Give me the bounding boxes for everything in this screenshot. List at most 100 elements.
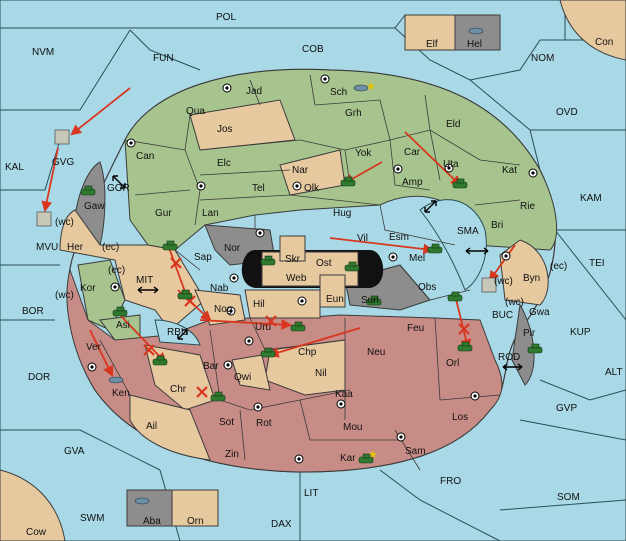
army-unit [260, 347, 276, 358]
label-amp: Amp [402, 177, 423, 188]
supply-center [388, 252, 398, 262]
coast-tag-kor-wc: (wc) [55, 290, 74, 301]
label-nab: Nab [210, 283, 229, 294]
territory-skr[interactable] [279, 235, 306, 262]
label-dax: DAX [271, 519, 292, 530]
land-labels: Jad Sch Qua Jos Grh Eld Can Elc Nar Yok … [36, 39, 550, 527]
label-kor: Kor [80, 283, 96, 294]
army-unit [210, 391, 226, 402]
label-rot: Rot [256, 418, 272, 429]
army-unit [162, 240, 178, 251]
label-uta: Uta [443, 159, 459, 170]
label-cow: Cow [26, 527, 47, 538]
label-ovd: OVD [556, 107, 578, 118]
label-esm: Esm [389, 232, 409, 243]
territory-elf[interactable] [404, 14, 456, 51]
territory-qwi[interactable] [231, 354, 271, 391]
coast-tag-her-ec: (ec) [102, 242, 119, 253]
label-sot: Sot [219, 417, 234, 428]
double-arrow-markers [112, 175, 523, 371]
label-con: Con [595, 37, 613, 48]
coast-tag-gwa-wc: (wc) [505, 297, 524, 308]
supply-center [87, 362, 97, 372]
label-eun: Eun [326, 294, 344, 305]
supply-center [110, 282, 120, 292]
army-unit [80, 185, 96, 196]
label-kar: Kar [340, 453, 356, 464]
label-chp: Chp [298, 347, 317, 358]
sea-rbu [154, 319, 201, 346]
label-skr: Skr [285, 254, 301, 265]
label-neu: Neu [367, 347, 385, 358]
label-bor: BOR [22, 306, 44, 317]
label-byn: Byn [523, 273, 540, 284]
label-zin: Zin [225, 449, 239, 460]
fleet-unit-sch [353, 84, 369, 92]
label-fro: FRO [440, 476, 461, 487]
label-gaw: Gaw [84, 201, 105, 212]
failed-order-marks [143, 257, 470, 398]
supply-center [255, 228, 265, 238]
supply-center [470, 391, 480, 401]
territory-eun[interactable] [319, 274, 346, 308]
label-gvg: GVG [52, 157, 74, 168]
supply-center [244, 336, 254, 346]
army-unit [457, 341, 473, 352]
label-nar: Nar [292, 165, 309, 176]
fleet-unit-buc [481, 277, 497, 293]
army-unit [344, 261, 360, 272]
label-nvm: NVM [32, 47, 54, 58]
label-sch: Sch [330, 87, 347, 98]
label-pir: Pir [523, 328, 536, 339]
label-qwi: Qwi [234, 372, 251, 383]
label-tei: TEI [589, 258, 605, 269]
supply-center [528, 168, 538, 178]
label-car: Car [404, 147, 421, 158]
fleet-unit-gvg [54, 129, 70, 145]
label-sma: SMA [457, 226, 479, 237]
supply-center [226, 306, 236, 316]
territory-ail[interactable] [129, 394, 211, 461]
fleet-unit-hel [468, 27, 484, 35]
label-mvu: MVU [36, 242, 58, 253]
territory-jos[interactable] [189, 99, 296, 151]
territory-orn[interactable] [171, 489, 219, 527]
label-alt: ALT [605, 367, 623, 378]
label-gvp: GVP [556, 403, 577, 414]
label-qua: Qua [186, 106, 205, 117]
army-unit [290, 321, 306, 332]
label-rie: Rie [520, 201, 535, 212]
region-beige-west [59, 209, 206, 331]
coast-tag-gvg-wc: (wc) [55, 217, 74, 228]
label-ken: Ken [112, 388, 130, 399]
coast-tag-kor-ec: (ec) [108, 265, 125, 276]
supply-center [501, 251, 511, 261]
sea-labels: POL NVM FUN COB NOM Con OVD KAL KAM TEI … [5, 12, 623, 538]
label-kaa: Kaa [335, 389, 353, 400]
label-orn: Orn [187, 516, 204, 527]
label-nil: Nil [315, 368, 327, 379]
label-feu: Feu [407, 323, 424, 334]
label-tel: Tel [252, 183, 265, 194]
territory-pir[interactable] [511, 303, 535, 386]
supply-center [126, 138, 136, 148]
army-unit [260, 255, 276, 266]
label-los: Los [452, 412, 468, 423]
label-kup: KUP [570, 327, 591, 338]
label-mel: Mel [409, 253, 425, 264]
label-ost: Ost [316, 258, 332, 269]
label-cob: COB [302, 44, 324, 55]
territory-byn[interactable] [499, 239, 549, 306]
fleet-unit-mvu [36, 211, 52, 227]
label-her: Her [67, 242, 84, 253]
supply-center [336, 399, 346, 409]
supply-center [297, 296, 307, 306]
supply-center [396, 432, 406, 442]
label-jos: Jos [217, 124, 233, 135]
label-mou: Mou [343, 422, 362, 433]
army-unit [447, 291, 463, 302]
label-chr: Chr [170, 384, 187, 395]
label-rbu: RBU [167, 327, 188, 338]
